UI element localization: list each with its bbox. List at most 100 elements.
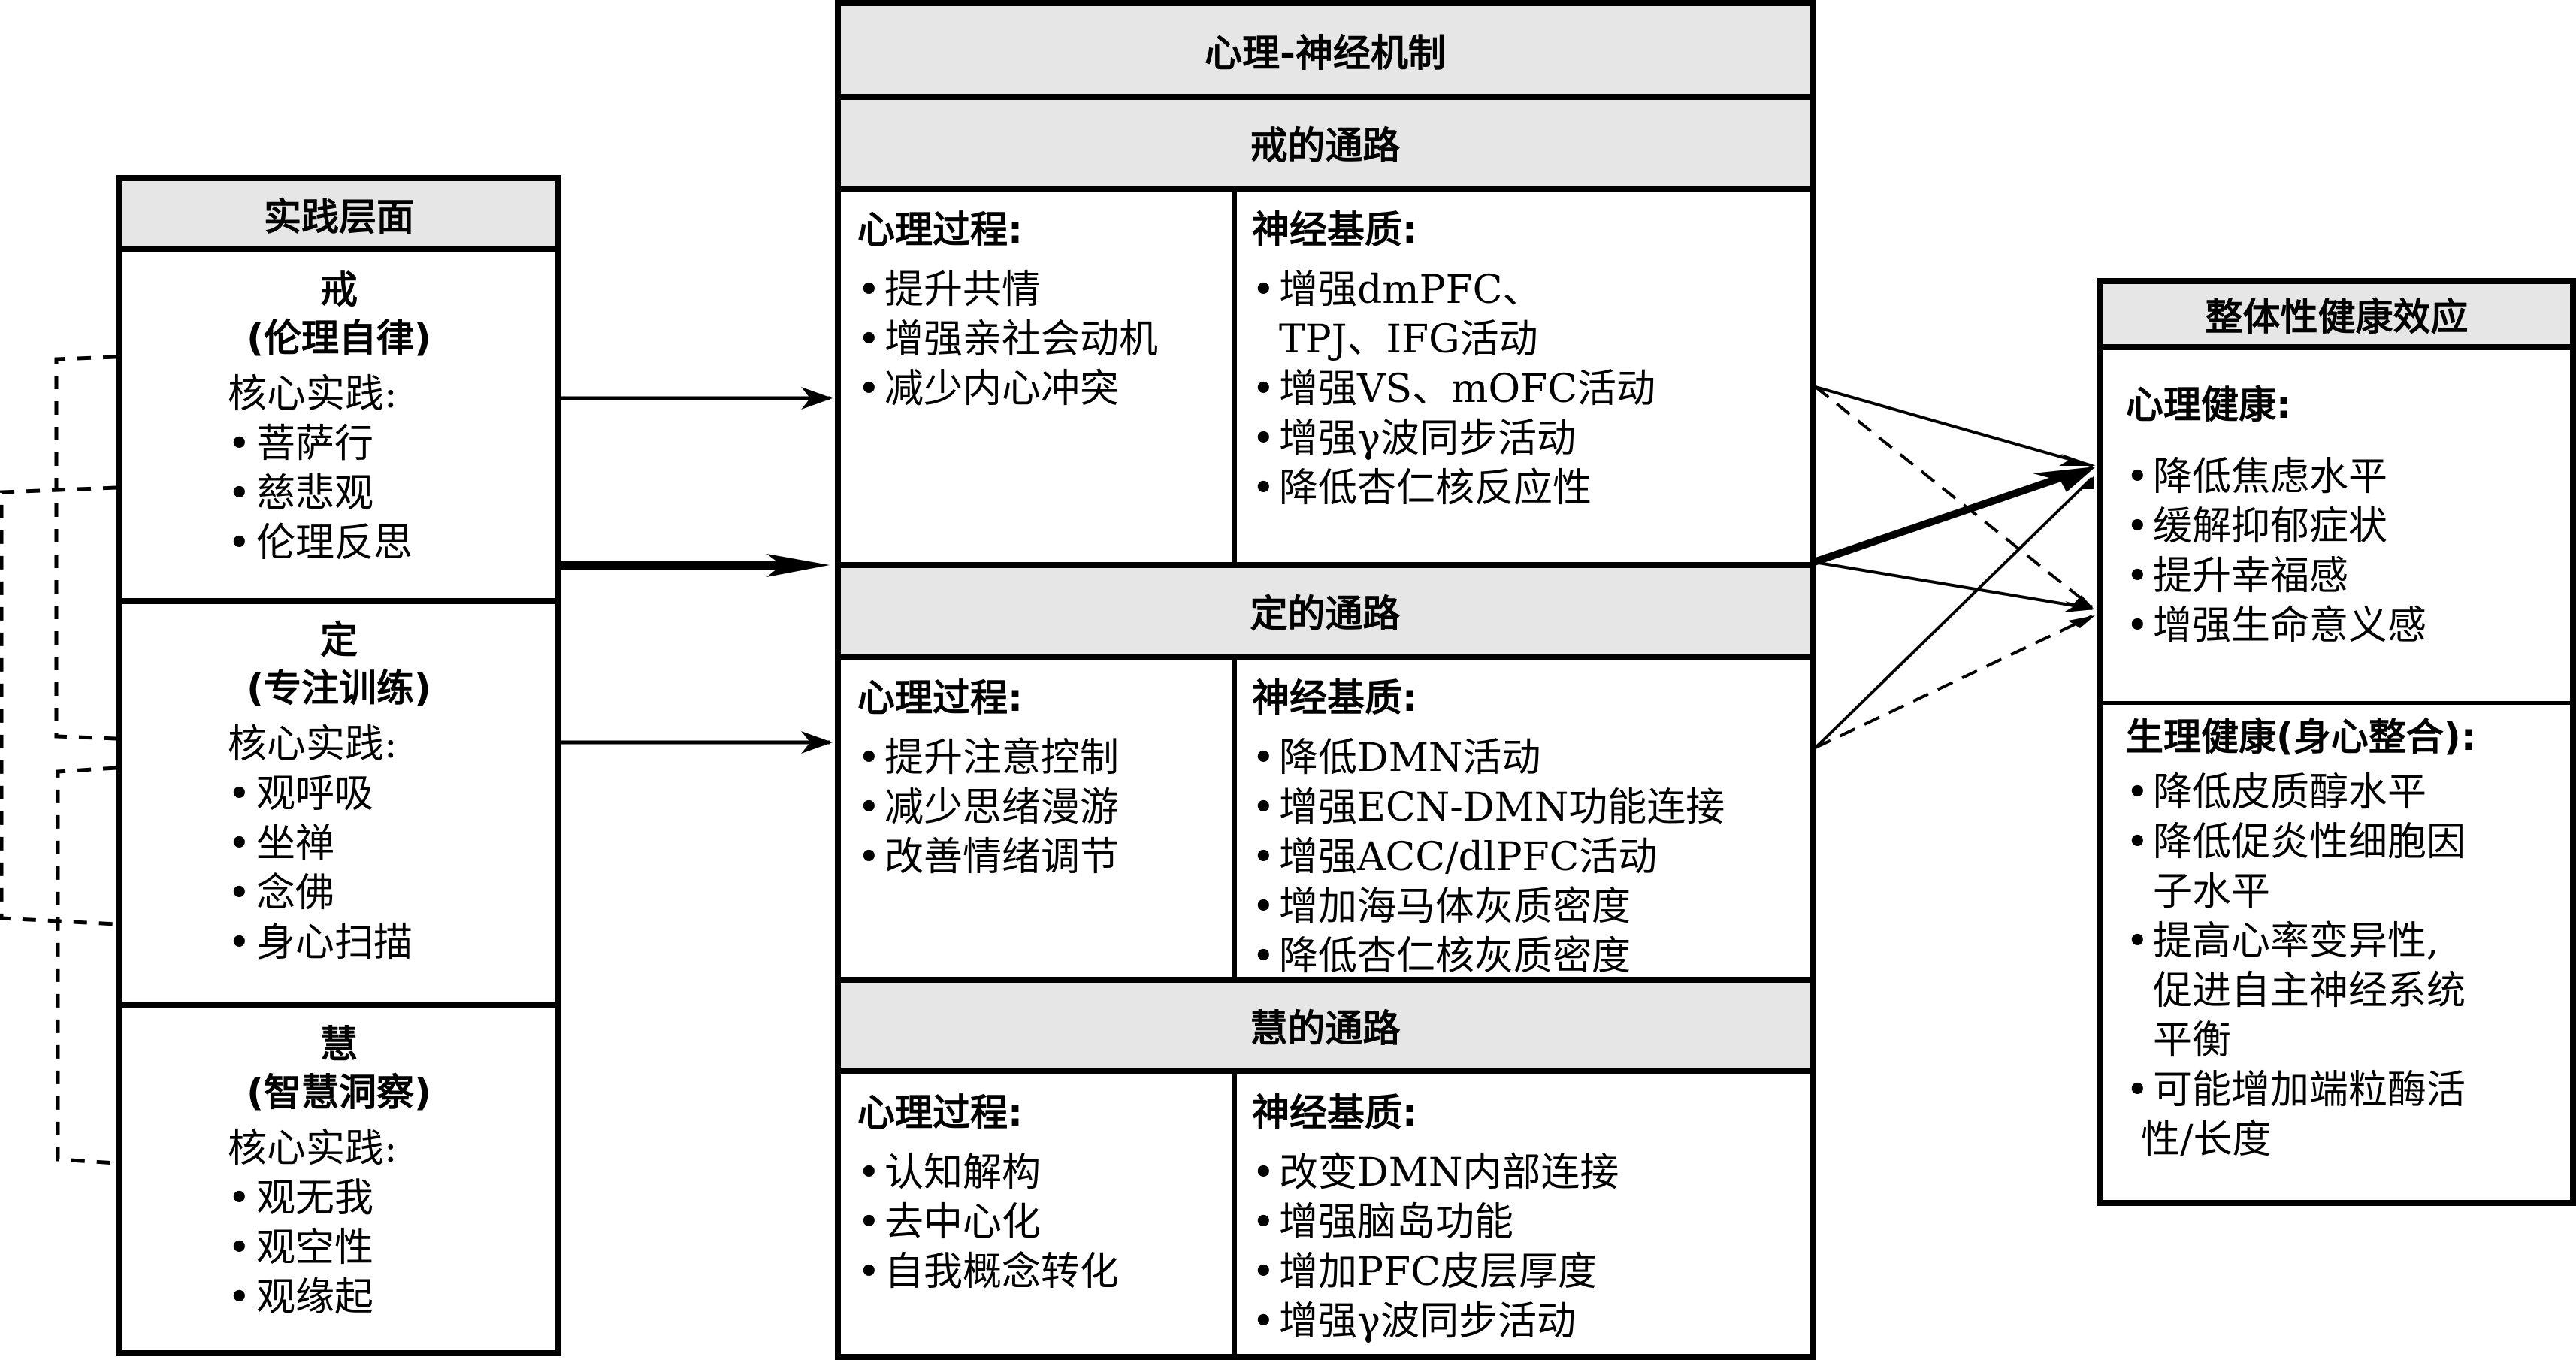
divider — [122, 1002, 555, 1008]
practice-group-hui: 慧 (智慧洞察) 核心实践: 观无我 观空性 观缘起 — [122, 1008, 555, 1354]
mental-health-list: 降低焦虑水平 缓解抑郁症状 提升幸福感 增强生命意义感 — [2126, 452, 2570, 651]
list-item: 观呼吸 — [228, 769, 555, 819]
list-item: 菩萨行 — [228, 419, 555, 469]
pathway-header-ding: 定的通路 — [841, 562, 1810, 660]
list-item: 增强ECN-DMN功能连接 — [1252, 783, 1810, 833]
pathway-header-hui: 慧的通路 — [841, 977, 1810, 1074]
list-item: 增强γ波同步活动 — [1252, 414, 1810, 464]
dashed-bracket-jie-ding-outer — [0, 485, 117, 926]
physical-health-section: 生理健康(身心整合): 降低皮质醇水平 降低促炎性细胞因 子水平 提高心率变异性… — [2103, 706, 2570, 1165]
neural-substrate-label: 神经基质: — [1252, 1091, 1417, 1135]
arrowhead — [2059, 454, 2096, 466]
mental-health-section: 心理健康: 降低焦虑水平 缓解抑郁症状 提升幸福感 增强生命意义感 — [2103, 350, 2570, 651]
psych-process-label: 心理过程: — [857, 1091, 1023, 1135]
psych-process-label: 心理过程: — [857, 208, 1023, 252]
arrow-ding-to-physical — [1813, 561, 2093, 610]
list-item: 增强生命意义感 — [2126, 601, 2570, 651]
list-item: 增强dmPFC、 — [1252, 265, 1810, 315]
neural-substrate-jie: 神经基质: 增强dmPFC、 TPJ、IFG活动 增强VS、mOFC活动 增强γ… — [1235, 192, 1810, 513]
practice-group-subtitle: (智慧洞察) — [246, 1071, 431, 1114]
practice-group-subtitle: (专注训练) — [246, 666, 431, 710]
list-item: 缓解抑郁症状 — [2126, 502, 2570, 552]
arrowhead — [2080, 476, 2094, 489]
arrow-hui-to-physical — [1815, 615, 2093, 749]
practice-level-header: 实践层面 — [122, 181, 555, 252]
list-item: 减少内心冲突 — [857, 364, 1252, 414]
core-practice-list: 观无我 观空性 观缘起 — [122, 1174, 555, 1322]
mechanism-title: 心理-神经机制 — [841, 6, 1810, 100]
list-item: 减少思绪漫游 — [857, 783, 1252, 833]
neural-substrate-list: 降低DMN活动 增强ECN-DMN功能连接 增强ACC/dlPFC活动 增加海马… — [1252, 733, 1810, 981]
list-item: 观无我 — [228, 1174, 555, 1223]
mechanism-to-effects-arrows — [1813, 385, 2096, 749]
list-item-continuation: 平衡 — [2153, 1018, 2232, 1063]
list-item: 降低焦虑水平 — [2126, 452, 2570, 502]
list-item: 降低杏仁核反应性 — [1252, 464, 1810, 513]
psych-process-list: 提升共情 增强亲社会动机 减少内心冲突 — [857, 265, 1252, 414]
list-item: 观缘起 — [228, 1273, 555, 1322]
list-item: 身心扫描 — [228, 918, 555, 968]
practice-group-name: 定 — [320, 618, 358, 662]
list-item: 增强γ波同步活动 — [1252, 1297, 1810, 1346]
arrow-jie-to-physical — [1814, 385, 2094, 609]
list-item: 增强ACC/dlPFC活动 — [1252, 833, 1810, 882]
list-item: 自我概念转化 — [857, 1247, 1252, 1297]
divider — [2103, 701, 2570, 705]
neural-substrate-label: 神经基质: — [1252, 208, 1417, 252]
list-item: 降低杏仁核灰质密度 — [1252, 932, 1810, 981]
practice-group-subtitle: (伦理自律) — [246, 316, 431, 360]
arrowhead — [2068, 615, 2095, 628]
arrow-jie-to-mental — [1815, 385, 2094, 467]
dashed-bracket-jie-ding — [54, 355, 117, 741]
arrow-hui-to-mental — [1814, 476, 2094, 749]
arrowhead — [801, 387, 833, 410]
mechanism-box: 心理-神经机制 戒的通路 心理过程: 提升共情 增强亲社会动机 减少内心冲突 神… — [835, 0, 1816, 1360]
dashed-bracket-ding-hui — [56, 766, 117, 1165]
psych-process-list: 认知解构 去中心化 自我概念转化 — [857, 1148, 1252, 1297]
arrow-ding-to-mental — [1813, 473, 2064, 566]
practice-group-ding: 定 (专注训练) 核心实践: 观呼吸 坐禅 念佛 身心扫描 — [122, 604, 555, 995]
list-item: 伦理反思 — [228, 518, 555, 568]
psych-process-jie: 心理过程: 提升共情 增强亲社会动机 减少内心冲突 — [841, 192, 1252, 414]
core-practice-label: 核心实践: — [228, 1126, 398, 1171]
list-item: 观空性 — [228, 1223, 555, 1273]
neural-substrate-hui: 神经基质: 改变DMN内部连接 增强脑岛功能 增加PFC皮层厚度 增强γ波同步活… — [1235, 1074, 1810, 1346]
list-item: 慈悲观 — [228, 469, 555, 518]
practice-group-jie: 戒 (伦理自律) 核心实践: 菩萨行 慈悲观 伦理反思 — [122, 252, 555, 598]
list-item: 去中心化 — [857, 1198, 1252, 1247]
mental-health-label: 心理健康: — [2126, 383, 2291, 427]
practice-level-box: 实践层面 戒 (伦理自律) 核心实践: 菩萨行 慈悲观 伦理反思 定 (专注训练… — [116, 175, 561, 1356]
core-practice-list: 观呼吸 坐禅 念佛 身心扫描 — [122, 769, 555, 968]
pathway-header-jie: 戒的通路 — [841, 100, 1810, 192]
core-practice-list: 菩萨行 慈悲观 伦理反思 — [122, 419, 555, 568]
psych-process-list: 提升注意控制 减少思绪漫游 改善情绪调节 — [857, 733, 1252, 882]
physical-health-label: 生理健康(身心整合): — [2126, 715, 2476, 759]
health-effects-box: 整体性健康效应 心理健康: 降低焦虑水平 缓解抑郁症状 提升幸福感 增强生命意义… — [2097, 278, 2576, 1206]
list-item: 改变DMN内部连接 — [1252, 1148, 1810, 1198]
health-effects-header: 整体性健康效应 — [2103, 284, 2570, 350]
list-item: 降低皮质醇水平 — [2126, 768, 2570, 818]
list-item: 念佛 — [228, 869, 555, 918]
list-item: 增强VS、mOFC活动 — [1252, 364, 1810, 414]
list-item-continuation: 性/长度 — [2141, 1117, 2272, 1162]
list-item: 增加PFC皮层厚度 — [1252, 1247, 1810, 1297]
list-item: 降低DMN活动 — [1252, 733, 1810, 783]
neural-substrate-label: 神经基质: — [1252, 676, 1417, 720]
physical-health-list: 降低皮质醇水平 降低促炎性细胞因 子水平 提高心率变异性, 促进自主神经系统 平… — [2126, 768, 2570, 1165]
neural-substrate-list: 增强dmPFC、 TPJ、IFG活动 增强VS、mOFC活动 增强γ波同步活动 … — [1252, 265, 1810, 513]
psych-process-label: 心理过程: — [857, 676, 1023, 720]
list-item: 认知解构 — [857, 1148, 1252, 1198]
list-item: 增强亲社会动机 — [857, 315, 1252, 364]
arrowhead — [801, 731, 833, 754]
list-item: 提高心率变异性, — [2126, 917, 2570, 966]
list-item: 增强脑岛功能 — [1252, 1198, 1810, 1247]
list-item: 坐禅 — [228, 819, 555, 869]
psych-process-hui: 心理过程: 认知解构 去中心化 自我概念转化 — [841, 1074, 1252, 1297]
arrowhead — [2064, 601, 2095, 612]
neural-substrate-list: 改变DMN内部连接 增强脑岛功能 增加PFC皮层厚度 增强γ波同步活动 — [1252, 1148, 1810, 1346]
arrowhead — [766, 554, 830, 577]
list-item: 降低促炎性细胞因 — [2126, 818, 2570, 867]
core-practice-label: 核心实践: — [228, 722, 398, 767]
practice-interlink-brackets — [0, 355, 117, 1165]
list-item: 改善情绪调节 — [857, 833, 1252, 882]
